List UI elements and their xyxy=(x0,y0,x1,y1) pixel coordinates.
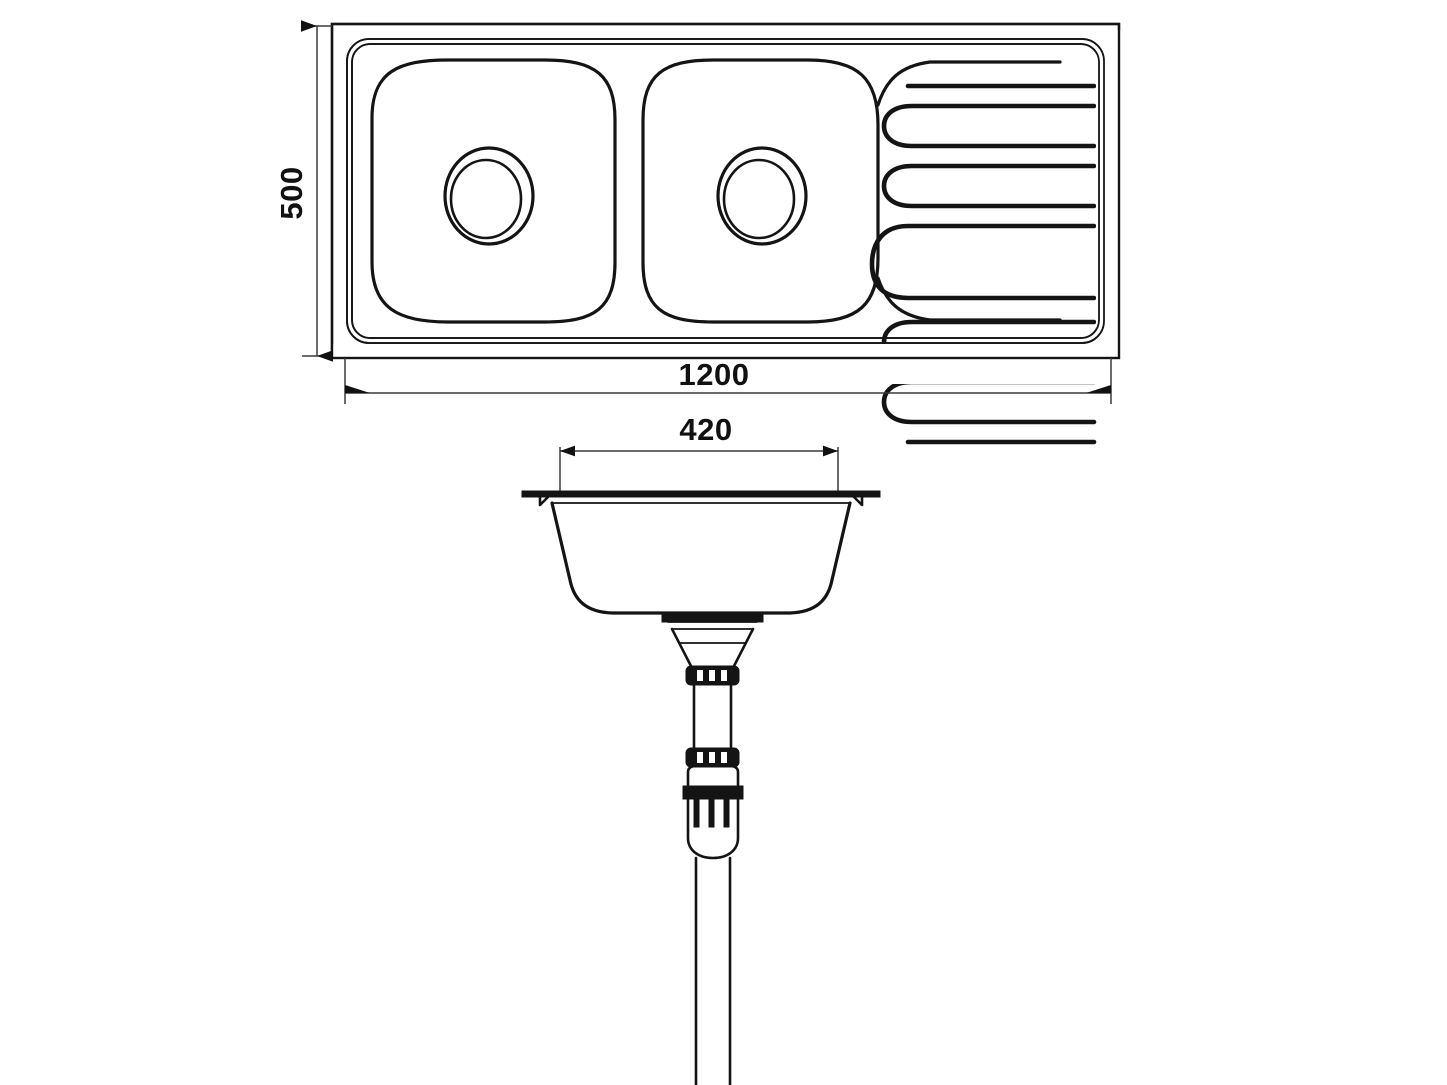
valve-band xyxy=(682,785,744,800)
rim-clip-left xyxy=(538,492,550,507)
right-drain-outer-ring xyxy=(716,146,808,246)
left-drain-inner-ring xyxy=(449,158,523,240)
bowl-width-dimension-label: 420 xyxy=(679,412,732,447)
upper-collar-notch-2 xyxy=(709,670,715,681)
sink-plan-view xyxy=(330,22,1156,445)
drain-funnel xyxy=(670,627,755,670)
bowl-rim-flange xyxy=(521,490,881,498)
left-drain-outer-ring xyxy=(443,146,535,246)
drainboard-bottom-mask xyxy=(332,344,1122,384)
valve-slot-3 xyxy=(723,798,730,828)
sink-inner-border-inner-redraw xyxy=(351,43,1100,339)
height-dimension-label: 500 xyxy=(274,166,309,219)
bowl-body xyxy=(550,501,852,615)
trap-valve-body xyxy=(686,764,740,860)
lower-collar-notch-1 xyxy=(697,752,703,763)
drain-flange-plate xyxy=(661,611,764,623)
lower-collar-ring xyxy=(685,747,740,768)
lower-collar-notch-2 xyxy=(709,752,715,763)
upper-collar-notch-3 xyxy=(721,670,727,681)
rim-clip-right xyxy=(852,492,864,507)
left-bowl-drain xyxy=(443,146,535,246)
right-bowl xyxy=(641,58,880,324)
lower-collar-notch-3 xyxy=(721,752,727,763)
upper-collar-notch-1 xyxy=(697,670,703,681)
valve-slot-1 xyxy=(693,798,700,828)
dimension-height-500: 500 xyxy=(274,20,333,362)
sink-inner-border-outer-redraw xyxy=(346,38,1105,344)
drainboard-groove-2 xyxy=(881,103,1097,149)
left-bowl xyxy=(370,58,617,324)
drainboard xyxy=(869,83,1097,445)
dimension-width-1200: 1200 xyxy=(344,357,1112,404)
valve-slots xyxy=(693,798,730,828)
drainboard-top-transition xyxy=(876,60,1062,107)
right-bowl-drain xyxy=(716,146,808,246)
width-dimension-label: 1200 xyxy=(679,357,750,392)
right-drain-inner-ring xyxy=(722,158,796,240)
dimension-bowl-width-420: 420 xyxy=(559,412,839,494)
drainboard-groove-4 xyxy=(869,223,1097,301)
drainboard-right-mask xyxy=(1096,30,1156,360)
bowl-cross-section xyxy=(521,490,881,1085)
drainboard-groove-6 xyxy=(881,379,1097,425)
valve-slot-2 xyxy=(708,798,715,828)
upper-collar-ring xyxy=(685,665,740,686)
drainboard-groove-3 xyxy=(881,163,1097,209)
